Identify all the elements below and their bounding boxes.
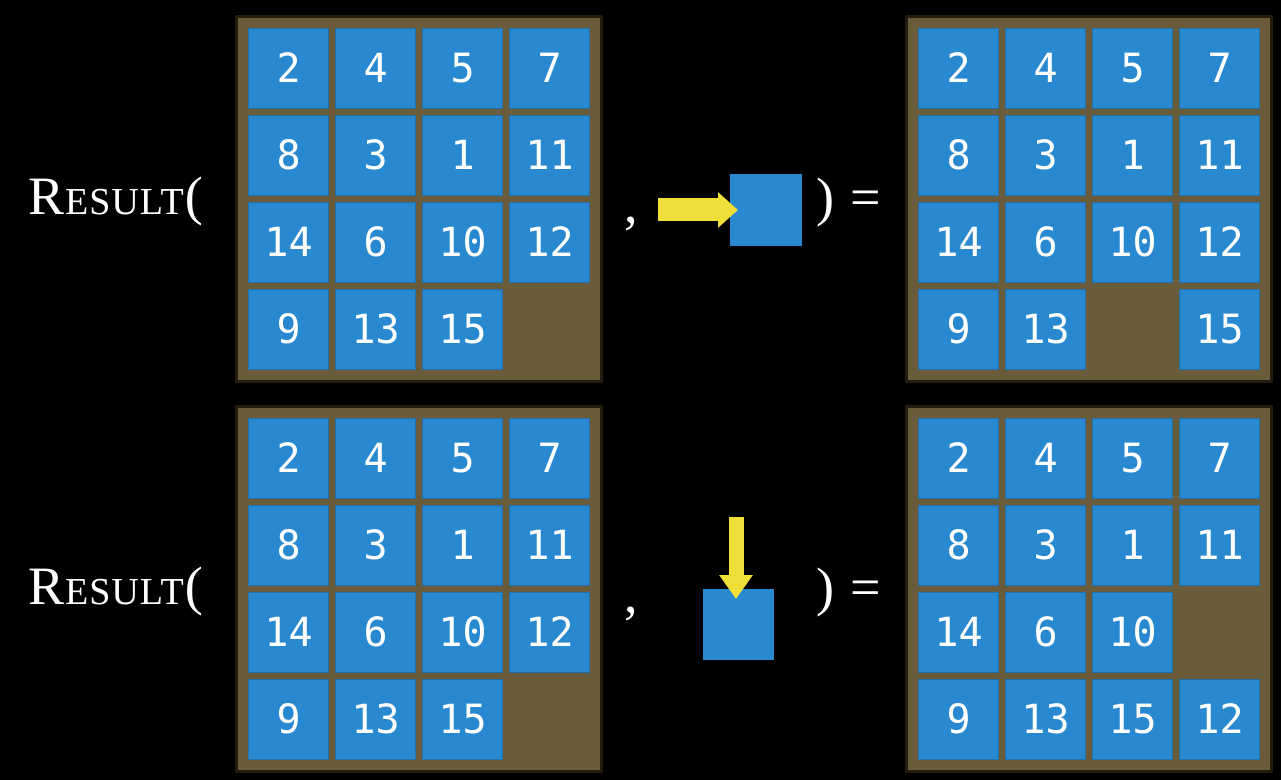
puzzle-tile: 3 xyxy=(335,115,416,196)
right-arrow-shaft xyxy=(658,198,720,221)
comma-2: , xyxy=(624,564,638,624)
puzzle-tile: 10 xyxy=(1092,592,1173,673)
puzzle-tile: 14 xyxy=(248,202,329,283)
puzzle-tile: 5 xyxy=(422,418,503,499)
puzzle-tile: 5 xyxy=(1092,28,1173,109)
puzzle-tile: 2 xyxy=(248,28,329,109)
puzzle-tile: 6 xyxy=(1005,592,1086,673)
puzzle-tile: 13 xyxy=(335,679,416,760)
puzzle-tile: 1 xyxy=(1092,115,1173,196)
closing-group-1: )= xyxy=(816,170,880,224)
puzzle-tile: 5 xyxy=(1092,418,1173,499)
puzzle-tile: 14 xyxy=(248,592,329,673)
puzzle-tile: 15 xyxy=(1092,679,1173,760)
puzzle-tile: 2 xyxy=(248,418,329,499)
puzzle-tile: 10 xyxy=(1092,202,1173,283)
puzzle-tile: 10 xyxy=(422,202,503,283)
puzzle-tile: 15 xyxy=(1179,289,1260,370)
puzzle-tile: 11 xyxy=(509,505,590,586)
equals-sign-2: = xyxy=(849,557,881,617)
puzzle-tile: 1 xyxy=(1092,505,1173,586)
puzzle-tile: 6 xyxy=(1005,202,1086,283)
empty-cell xyxy=(1179,592,1260,673)
down-arrow-icon xyxy=(719,517,753,599)
puzzle-tile: 3 xyxy=(1005,115,1086,196)
puzzle-tile: 2 xyxy=(918,418,999,499)
blank-tile-square-2 xyxy=(703,589,774,660)
puzzle-tile: 2 xyxy=(918,28,999,109)
puzzle-tile: 11 xyxy=(509,115,590,196)
close-paren-1: ) xyxy=(816,167,834,227)
puzzle-tile: 9 xyxy=(248,289,329,370)
down-arrow-head xyxy=(719,575,753,599)
puzzle-tile: 8 xyxy=(248,505,329,586)
puzzle-tile: 3 xyxy=(1005,505,1086,586)
puzzle-tile: 1 xyxy=(422,115,503,196)
puzzle-tile: 12 xyxy=(1179,202,1260,283)
function-label-1: Result( xyxy=(28,166,204,226)
puzzle-tile: 9 xyxy=(918,679,999,760)
puzzle-tile: 7 xyxy=(1179,28,1260,109)
empty-cell xyxy=(1092,289,1173,370)
comma-1: , xyxy=(624,174,638,234)
puzzle-tile: 4 xyxy=(335,28,416,109)
puzzle-tile: 13 xyxy=(1005,289,1086,370)
puzzle-tile: 15 xyxy=(422,679,503,760)
puzzle-tile: 1 xyxy=(422,505,503,586)
puzzle-tile: 15 xyxy=(422,289,503,370)
closing-group-2: )= xyxy=(816,560,880,614)
puzzle-tile: 4 xyxy=(335,418,416,499)
close-paren-2: ) xyxy=(816,557,834,617)
puzzle-tile: 13 xyxy=(335,289,416,370)
right-arrow-head xyxy=(718,192,738,228)
puzzle-tile: 8 xyxy=(918,505,999,586)
puzzle-tile: 12 xyxy=(1179,679,1260,760)
puzzle-tile: 6 xyxy=(335,202,416,283)
puzzle-tile: 9 xyxy=(918,289,999,370)
puzzle-tile: 11 xyxy=(1179,505,1260,586)
puzzle-tile: 12 xyxy=(509,202,590,283)
down-arrow-shaft xyxy=(729,517,744,577)
puzzle-tile: 9 xyxy=(248,679,329,760)
puzzle-tile: 7 xyxy=(509,418,590,499)
right-arrow-icon xyxy=(658,192,738,228)
puzzle-tile: 3 xyxy=(335,505,416,586)
puzzle-tile: 10 xyxy=(422,592,503,673)
puzzle-tile: 7 xyxy=(1179,418,1260,499)
empty-cell xyxy=(509,289,590,370)
equals-sign-1: = xyxy=(849,167,881,227)
empty-cell xyxy=(509,679,590,760)
puzzle-tile: 4 xyxy=(1005,418,1086,499)
puzzle-tile: 12 xyxy=(509,592,590,673)
puzzle-tile: 11 xyxy=(1179,115,1260,196)
blank-tile-square-1 xyxy=(730,174,802,246)
puzzle-tile: 14 xyxy=(918,202,999,283)
puzzle-tile: 8 xyxy=(918,115,999,196)
puzzle-tile: 6 xyxy=(335,592,416,673)
puzzle-tile: 13 xyxy=(1005,679,1086,760)
function-label-2: Result( xyxy=(28,556,204,616)
puzzle-tile: 5 xyxy=(422,28,503,109)
puzzle-tile: 14 xyxy=(918,592,999,673)
puzzle-tile: 7 xyxy=(509,28,590,109)
puzzle-tile: 4 xyxy=(1005,28,1086,109)
puzzle-tile: 8 xyxy=(248,115,329,196)
